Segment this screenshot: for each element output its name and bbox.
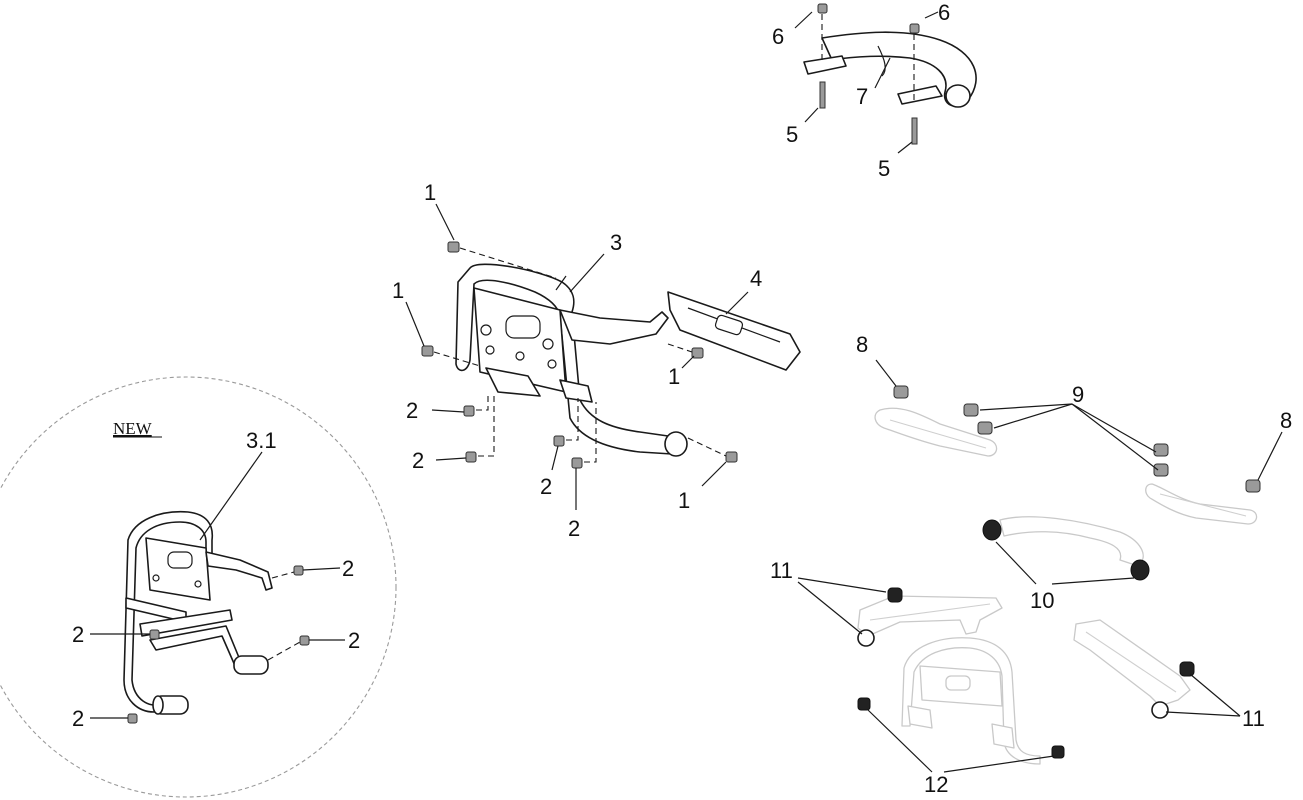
bushing-12 [857, 697, 871, 711]
tube-end-opening [945, 84, 971, 108]
bushing-11 [887, 587, 903, 603]
bushing-assemblies: 8 9 8 10 11 11 12 [770, 332, 1292, 797]
new-detail-inset: NEW 3.1 2 2 2 2 [0, 376, 397, 798]
callout-10: 10 [1030, 588, 1054, 613]
ghost-tube-middle [999, 516, 1144, 567]
callout-11-right: 11 [1242, 706, 1265, 731]
new-bumper-face-plate [145, 537, 211, 601]
tube-end-opening [664, 431, 688, 457]
ghost-tube-upper-right [1145, 483, 1258, 525]
callout-2-g: 2 [348, 628, 360, 653]
new-tube-end [233, 655, 269, 675]
callout-2-f: 2 [72, 622, 84, 647]
nut-6-left [817, 3, 828, 14]
bushing-8-right [1245, 479, 1261, 493]
bolt-1 [421, 345, 434, 357]
bolt-1 [447, 241, 460, 253]
callout-6-right: 6 [938, 0, 950, 25]
bolt-1 [725, 451, 738, 463]
bushing-9 [963, 403, 979, 417]
bolt-2 [553, 435, 565, 447]
callout-2-d: 2 [568, 516, 580, 541]
bolt-2 [293, 565, 304, 576]
callout-3-1: 3.1 [246, 428, 277, 453]
tube-mount-bracket-left [803, 55, 847, 75]
callout-5-left: 5 [786, 122, 798, 147]
callout-3: 3 [610, 230, 622, 255]
bushing-9 [977, 421, 993, 435]
callout-8-left: 8 [856, 332, 868, 357]
bolt-2 [465, 451, 477, 463]
bushing-9 [1153, 463, 1169, 477]
bolt-5-left [819, 81, 826, 109]
callout-1-left: 1 [392, 278, 404, 303]
bolt-2 [299, 635, 310, 646]
bolt-1 [691, 347, 704, 359]
ghost-tube-upper-left [874, 407, 998, 457]
ghost-control-arm-left [857, 595, 1003, 637]
bushing-12 [1051, 745, 1065, 759]
callout-1-top: 1 [424, 180, 436, 205]
bolt-2 [127, 713, 138, 724]
bolt-5-right [911, 117, 918, 145]
callout-11-left: 11 [770, 558, 793, 583]
callout-9: 9 [1072, 382, 1084, 407]
detail-circle [0, 376, 397, 798]
front-bumper-assembly: 1 1 1 1 3 4 2 2 2 2 [392, 180, 801, 541]
front-bumper-tube-part-3 [455, 263, 678, 455]
callout-2-c: 2 [540, 474, 552, 499]
rear-tube-assembly: 6 6 7 5 5 [772, 0, 977, 181]
new-crossbar [139, 609, 233, 637]
bushing-10 [982, 519, 1002, 541]
bumper-lower-bracket [559, 379, 593, 403]
callout-1-bottom: 1 [678, 488, 690, 513]
bushing-9 [1153, 443, 1169, 457]
callout-7: 7 [856, 84, 868, 109]
new-mount-arm [205, 551, 273, 591]
callout-8-right: 8 [1280, 408, 1292, 433]
bushing-11 [1179, 661, 1195, 677]
bushing-10 [1130, 559, 1150, 581]
bumper-mount-arm [559, 309, 669, 345]
callout-5-right: 5 [878, 156, 890, 181]
bolt-2 [149, 629, 160, 640]
callout-12: 12 [924, 772, 948, 797]
callout-2-e: 2 [342, 556, 354, 581]
bolt-2 [463, 405, 475, 417]
plate-center-slot [505, 315, 541, 339]
nut-6-right [909, 23, 920, 34]
callout-2-h: 2 [72, 706, 84, 731]
bushing-8-left [893, 385, 909, 399]
callout-6-left: 6 [772, 24, 784, 49]
callout-1-plate: 1 [668, 364, 680, 389]
callout-2-b: 2 [412, 448, 424, 473]
bumper-lower-bracket [485, 367, 541, 397]
callout-2-a: 2 [406, 398, 418, 423]
tube-mount-bracket-right [897, 85, 943, 105]
bushing-11 [1151, 701, 1169, 719]
callout-4: 4 [750, 266, 762, 291]
bolt-2 [571, 457, 583, 469]
new-label: NEW [113, 419, 153, 438]
